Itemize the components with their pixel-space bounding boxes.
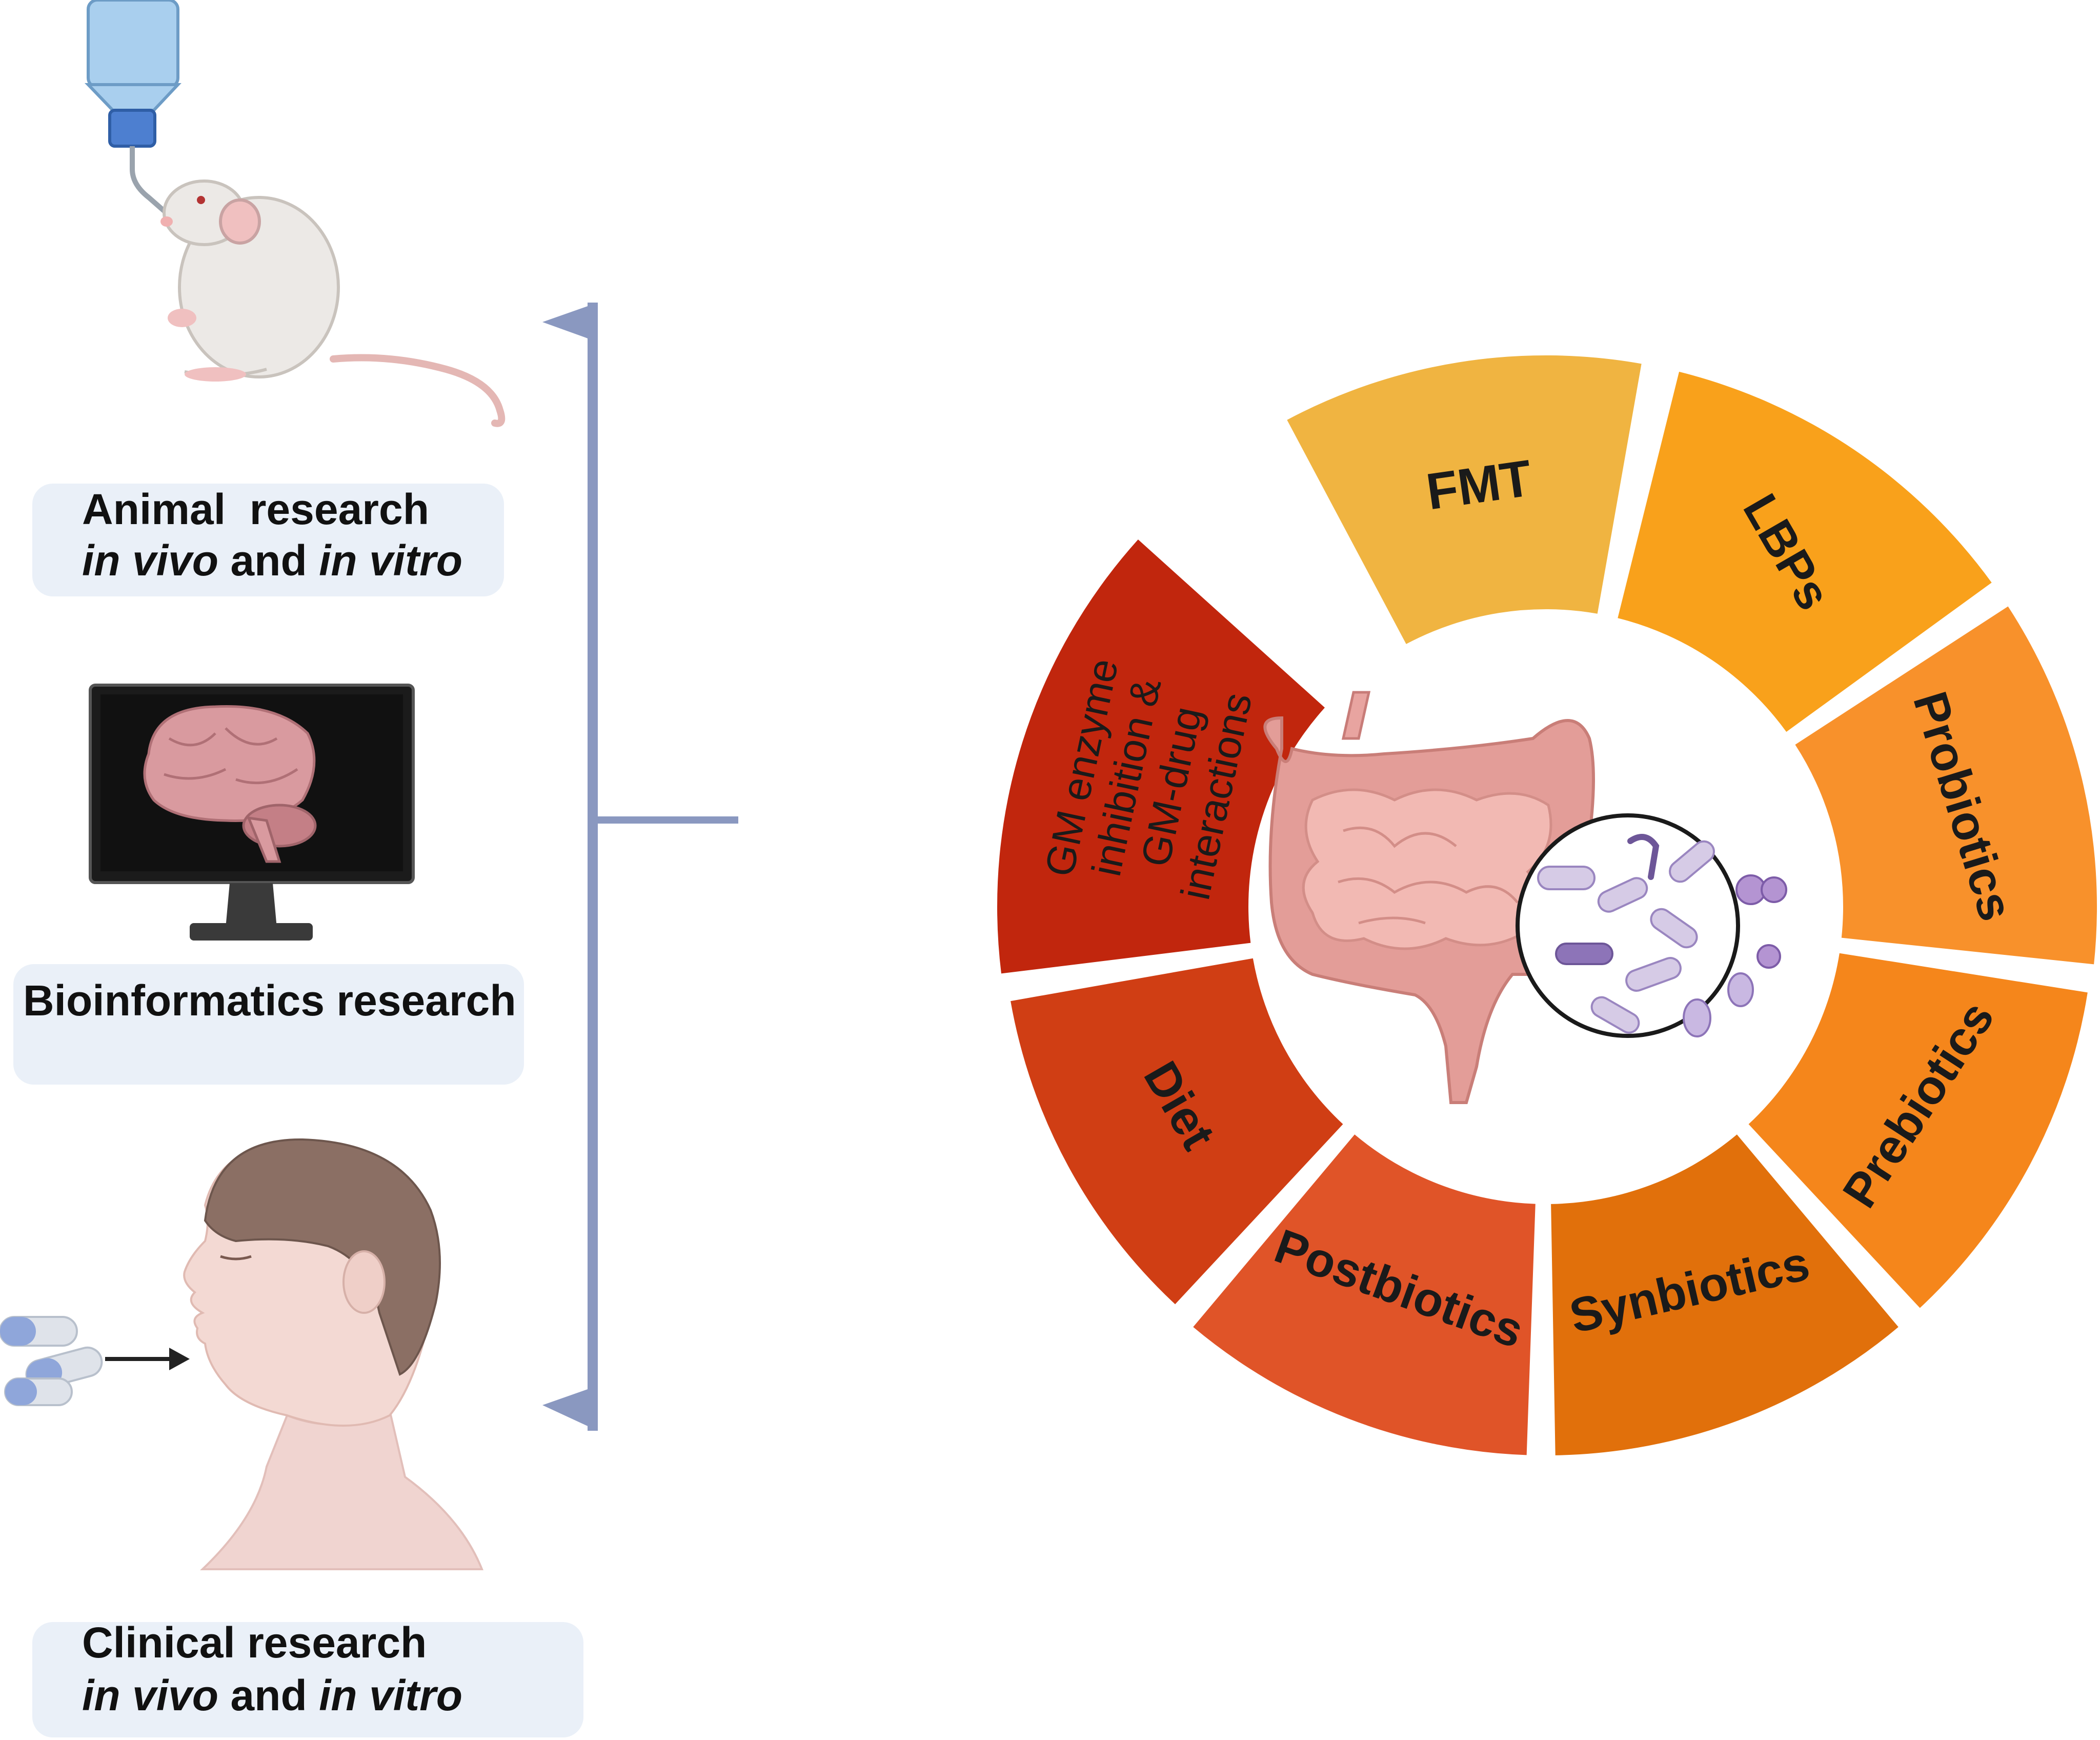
bioinformatics-research-title: Bioinformatics research: [23, 976, 516, 1025]
animal-research-title: Animal research: [82, 485, 430, 533]
clinical-research-subtitle: in vivo and in vitro: [82, 1671, 462, 1721]
bioinformatics-research-label-box: [13, 964, 524, 1085]
wheel-segment-3: [1748, 953, 2088, 1308]
intestine-microbiome-icon: [1263, 691, 1787, 1104]
animal-in-vitro-text: in vitro: [319, 536, 463, 585]
wheel-segment-4: [1551, 1134, 1899, 1455]
wheel-segment-7: [997, 539, 1325, 974]
mouse-with-bottle-icon: [84, 0, 506, 427]
clinical-research-label-box: [32, 1622, 583, 1737]
bracket-bottom-arrowhead: [542, 1386, 598, 1431]
wheel-segment-label-7: GM enzymeinhibition &GM-druginteractions: [1036, 655, 1262, 909]
clinical-research-title: Clinical research: [82, 1618, 427, 1667]
wheel-segment-6: [1011, 958, 1343, 1305]
human-head-pills-icon: [0, 1138, 483, 1570]
animal-research-label-box: [32, 484, 504, 596]
animal-research-subtitle: in vivo and in vitro: [82, 536, 462, 586]
clinical-and-text: and: [218, 1671, 319, 1719]
clinical-in-vivo-text: in vivo: [82, 1671, 219, 1719]
wheel-segment-5: [1193, 1134, 1536, 1455]
bracket-top-arrowhead: [542, 303, 598, 342]
bracket-vertical-line: [588, 303, 598, 1431]
bracket-horizontal-connector: [598, 816, 738, 824]
animal-and-text: and: [218, 536, 319, 585]
wheel-segments: [997, 355, 2097, 1455]
animal-in-vivo-text: in vivo: [82, 536, 219, 585]
wheel-segment-0: [1287, 355, 1642, 644]
wheel-segment-1: [1618, 371, 1992, 732]
wheel-segment-2: [1795, 606, 2097, 965]
clinical-in-vitro-text: in vitro: [319, 1671, 463, 1719]
bracket: [542, 303, 738, 1431]
monitor-brain-icon: [89, 684, 415, 941]
